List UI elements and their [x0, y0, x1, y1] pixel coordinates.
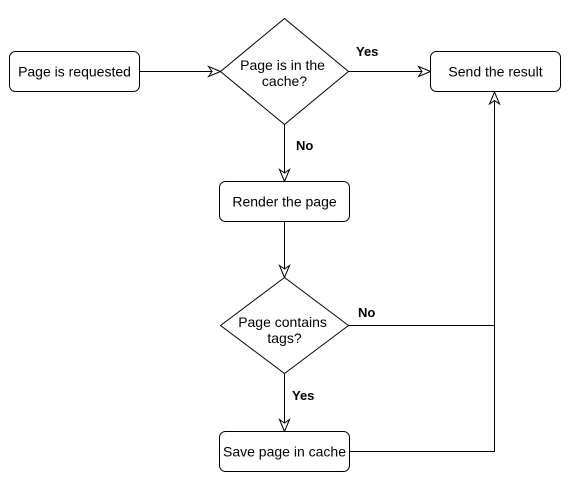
node-page-requested-label: Page is requested [18, 64, 131, 80]
node-save-in-cache-label: Save page in cache [223, 444, 346, 460]
node-in-cache-decision [220, 18, 349, 125]
node-send-result-label: Send the result [448, 64, 542, 80]
edge-label-tags-no: No [358, 305, 375, 320]
arrowhead-tags-yes [278, 418, 291, 433]
edge-label-cache-no: No [296, 138, 313, 153]
node-contains-tags-decision-label-line2: tags? [267, 330, 301, 346]
arrowhead-cache-yes [417, 65, 432, 78]
node-save-in-cache [219, 431, 350, 472]
edge-save-to-send-result [349, 100, 495, 452]
node-page-requested [9, 51, 140, 92]
edge-label-tags-yes: Yes [292, 388, 314, 403]
arrowhead-render-to-tags-check [278, 264, 291, 279]
edge-label-cache-yes: Yes [356, 44, 378, 59]
node-in-cache-decision-label-line1: Page is in the [240, 57, 325, 73]
arrowhead-cache-no [278, 168, 291, 183]
node-render-page [219, 181, 350, 222]
node-in-cache-decision-label: Page is in the cache? [240, 57, 329, 89]
node-contains-tags-decision-label: Page contains tags? [238, 314, 331, 346]
arrowhead-request-to-cache-check [207, 65, 222, 78]
node-render-page-label: Render the page [232, 194, 337, 210]
node-contains-tags-decision-label-line1: Page contains [238, 314, 327, 330]
node-send-result [430, 51, 561, 92]
node-contains-tags-decision [220, 277, 349, 374]
node-in-cache-decision-label-line2: cache? [262, 73, 307, 89]
arrowhead-save-to-send-result [488, 90, 501, 106]
